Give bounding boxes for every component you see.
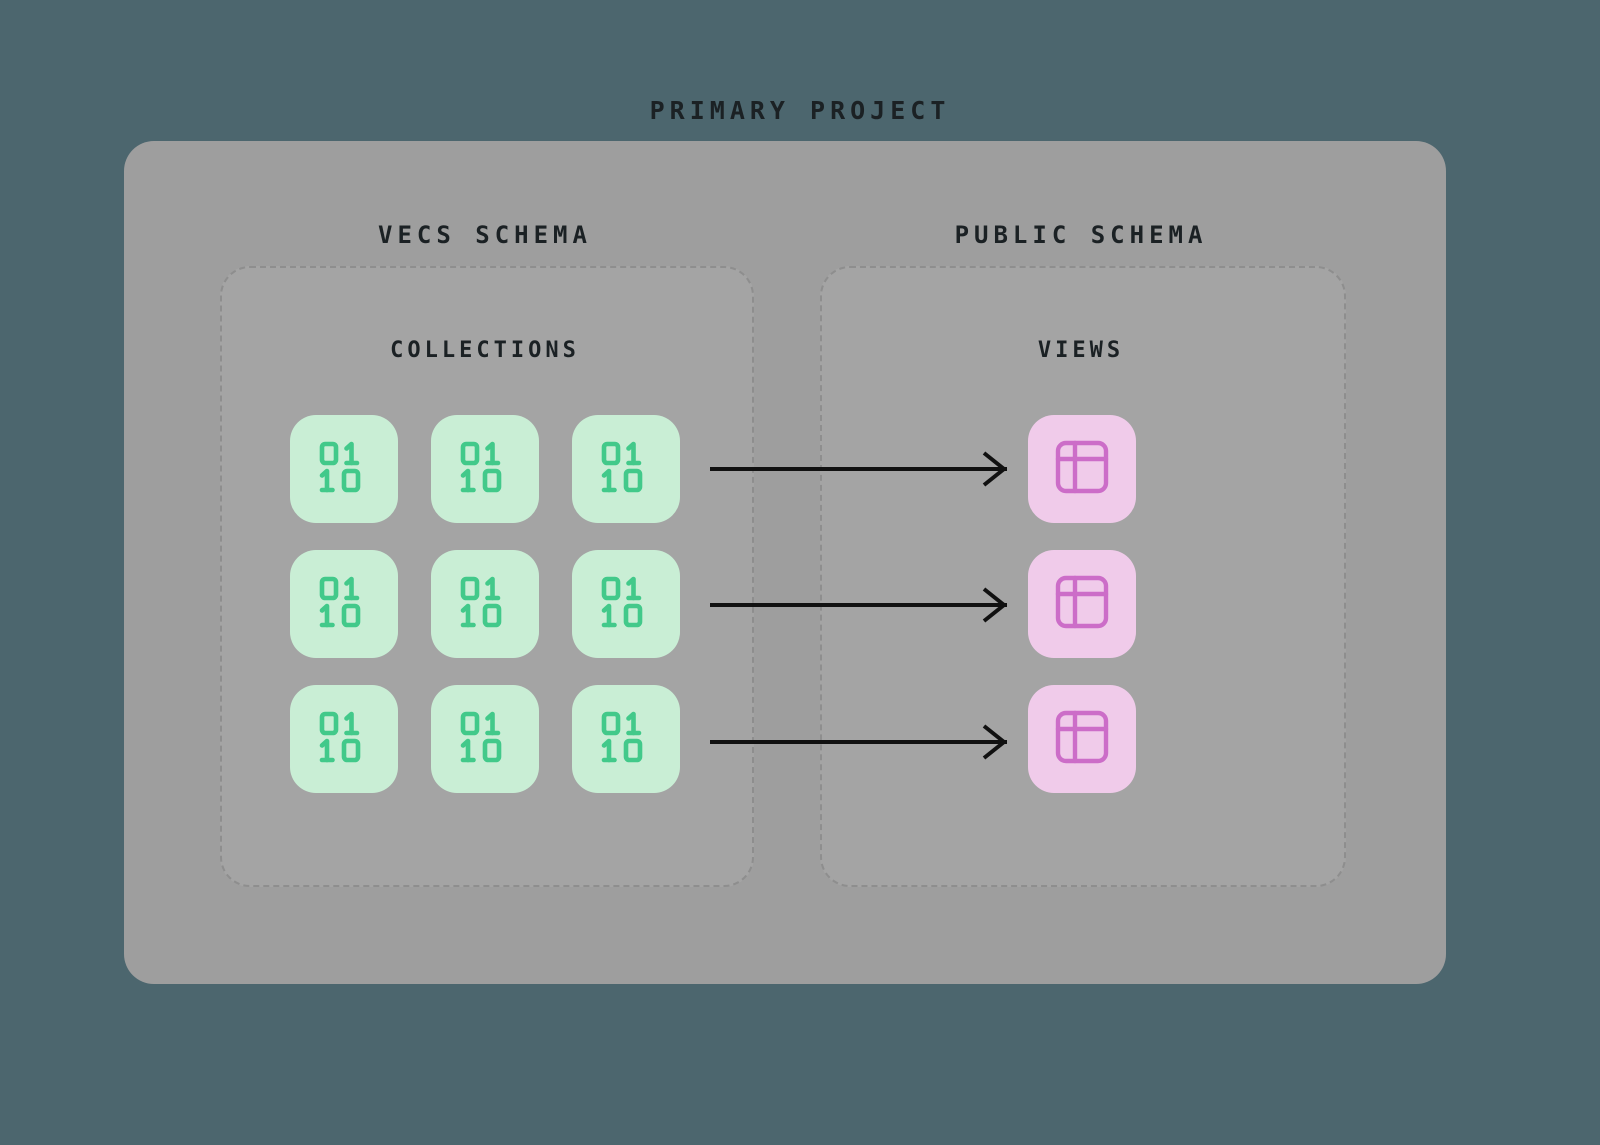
view-tile[interactable]	[1028, 550, 1136, 658]
binary-icon	[598, 709, 654, 769]
collection-tile[interactable]	[290, 685, 398, 793]
table-view-icon	[1054, 574, 1110, 634]
binary-icon	[457, 709, 513, 769]
view-tile[interactable]	[1028, 685, 1136, 793]
view-tile[interactable]	[1028, 415, 1136, 523]
binary-icon	[457, 439, 513, 499]
collections-grid	[290, 415, 680, 793]
binary-icon	[316, 709, 372, 769]
table-view-icon	[1054, 439, 1110, 499]
page-title: PRIMARY PROJECT	[649, 96, 951, 125]
collection-tile[interactable]	[290, 550, 398, 658]
public-schema-label: PUBLIC SCHEMA	[954, 221, 1208, 249]
table-view-icon	[1054, 709, 1110, 769]
views-label: VIEWS	[1037, 338, 1125, 363]
binary-icon	[316, 439, 372, 499]
binary-icon	[598, 574, 654, 634]
collection-tile[interactable]	[431, 685, 539, 793]
binary-icon	[316, 574, 372, 634]
binary-icon	[457, 574, 513, 634]
collection-tile[interactable]	[572, 550, 680, 658]
collection-tile[interactable]	[572, 415, 680, 523]
binary-icon	[598, 439, 654, 499]
collection-tile[interactable]	[572, 685, 680, 793]
vecs-schema-label: VECS SCHEMA	[378, 221, 592, 249]
views-stack	[1028, 415, 1136, 793]
collection-tile[interactable]	[290, 415, 398, 523]
collections-label: COLLECTIONS	[390, 338, 580, 363]
collection-tile[interactable]	[431, 415, 539, 523]
collection-tile[interactable]	[431, 550, 539, 658]
